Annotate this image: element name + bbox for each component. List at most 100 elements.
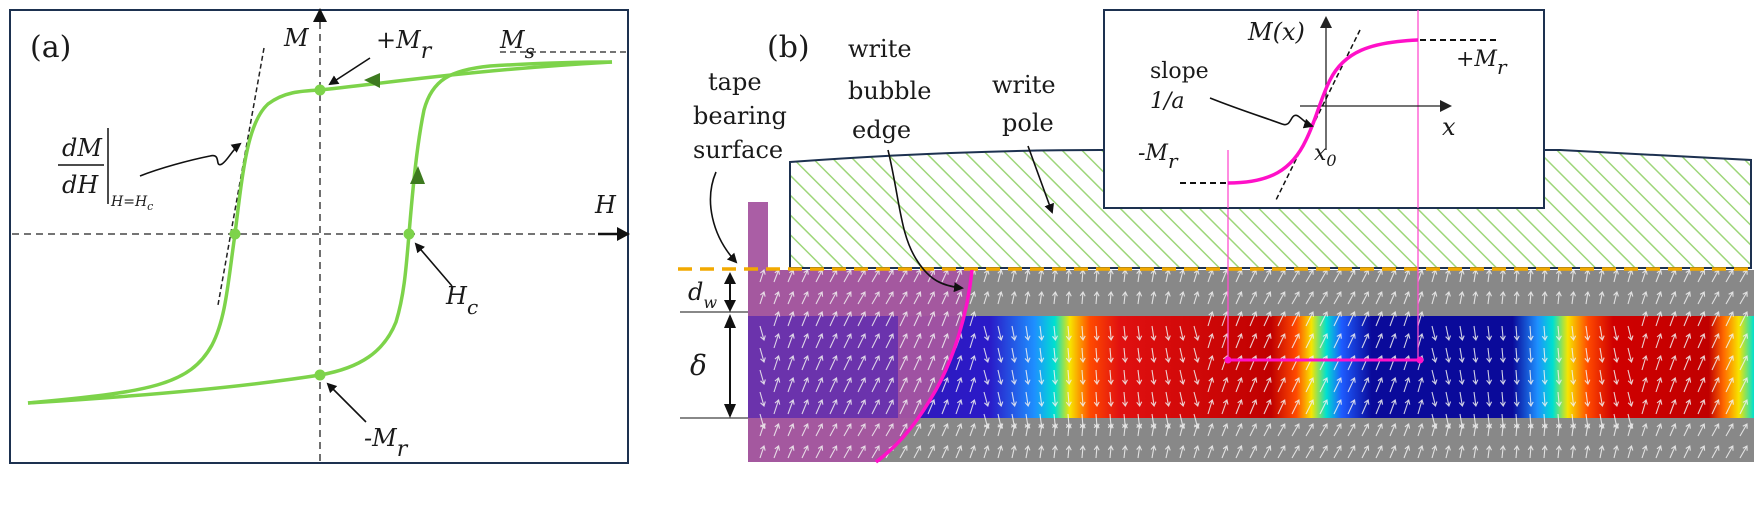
field-vector-arrow [899,311,908,327]
field-vector-arrow [997,422,1004,437]
field-vector-arrow [1319,311,1328,327]
hysteresis-lower-branch [27,60,613,405]
field-vector-arrow [1235,311,1243,327]
field-vector-arrow [1207,423,1214,437]
field-vector-arrow [1361,399,1370,415]
field-vector-arrow [1305,399,1314,415]
field-vector-arrow [871,355,880,371]
field-vector-arrow [885,399,894,415]
field-vector-arrow [1136,290,1143,305]
point-minus-mr [314,369,326,381]
field-vector-arrow [1697,269,1706,283]
field-vector-arrow [1584,325,1591,342]
field-vector-arrow [1179,347,1186,364]
field-vector-arrow [1235,423,1243,437]
field-vector-arrow [1655,269,1663,283]
field-vector-arrow [1150,347,1157,364]
field-vector-arrow [1627,423,1634,437]
field-vector-arrow [1486,369,1493,386]
field-vector-arrow [787,333,795,349]
field-vector-arrow [1584,347,1591,364]
field-vector-arrow [1221,423,1229,437]
field-vector-arrow [1277,377,1286,393]
field-vector-arrow [941,311,949,327]
field-vector-arrow [1598,290,1605,305]
field-vector-arrow [1207,377,1215,393]
field-vector-arrow [787,355,795,371]
field-vector-arrow [927,399,936,415]
field-vector-arrow [1263,377,1272,393]
hc-label: Hc [445,282,478,319]
field-vector-arrow [983,347,990,364]
field-vector-arrow [1193,445,1200,459]
arrow-write-pole [1027,145,1054,214]
field-vector-arrow [1431,369,1438,386]
field-vector-arrow [1305,377,1314,393]
field-vector-arrow [1472,347,1479,364]
field-vector-arrow [1417,311,1424,327]
field-vector-arrow [1627,391,1634,408]
field-vector-arrow [1347,423,1356,437]
field-vector-arrow [1598,369,1605,386]
field-vector-arrow [1249,445,1257,459]
field-vector-arrow [885,333,894,349]
field-vector-arrow [871,399,880,415]
field-vector-arrow [1431,445,1438,459]
field-vector-arrow [1570,290,1577,305]
field-vector-arrow [913,377,922,393]
field-vector-arrow [1221,377,1229,393]
field-vector-arrow [1093,444,1100,459]
field-vector-arrow [1207,291,1214,305]
hysteresis-upper-branch [27,60,613,405]
field-vector-arrow [1627,445,1634,459]
field-vector-arrow [1065,325,1072,342]
field-vector-arrow [1499,325,1506,342]
field-vector-arrow [815,423,824,437]
field-vector-arrow [1333,311,1342,327]
field-vector-arrow [941,333,949,349]
field-vector-arrow [1641,291,1648,305]
field-vector-arrow [1613,290,1619,305]
field-vector-arrow [787,399,795,415]
field-vector-arrow [843,333,852,349]
field-vector-arrow [1669,445,1677,459]
field-vector-arrow [1541,369,1548,386]
field-vector-arrow [1361,377,1370,393]
field-vector-arrow [1697,333,1706,349]
field-vector-arrow [1458,325,1465,342]
field-vector-arrow [1291,423,1300,437]
field-vector-arrow [1555,369,1562,386]
field-vector-arrow [1052,391,1058,408]
field-vector-arrow [1122,369,1128,386]
write-bubble-edge-label: write bubble edge [848,35,939,144]
field-vector-arrow [1613,444,1619,459]
field-vector-arrow [773,423,781,437]
field-vector-arrow [1527,444,1534,459]
field-vector-arrow [997,268,1004,283]
field-vector-arrow [1277,399,1286,415]
field-vector-arrow [1263,333,1272,349]
field-vector-arrow [1150,444,1157,459]
field-vector-arrow [1010,444,1017,459]
field-vector-arrow [1024,268,1031,283]
field-vector-arrow [871,311,880,327]
field-vector-arrow [1121,290,1128,305]
field-vector-arrow [1486,347,1493,364]
write-pole-label: write pole [992,71,1063,137]
field-vector-arrow [899,445,908,459]
delta-arrowhead-bottom [724,404,736,418]
field-vector-arrow [857,399,866,415]
field-vector-arrow [1038,422,1045,437]
h-axis-arrowhead [617,227,630,241]
field-vector-arrow [1263,269,1272,283]
field-vector-arrow [1555,347,1562,364]
field-vector-arrow [857,377,866,393]
field-vector-arrow [1697,311,1706,327]
field-vector-arrow [1291,311,1300,327]
field-vector-arrow [1417,445,1424,459]
field-vector-arrow [983,325,990,342]
field-vector-arrow [1641,399,1648,415]
field-vector-arrow [1445,290,1451,305]
field-vector-arrow [1683,311,1692,327]
field-vector-arrow [1486,422,1492,437]
